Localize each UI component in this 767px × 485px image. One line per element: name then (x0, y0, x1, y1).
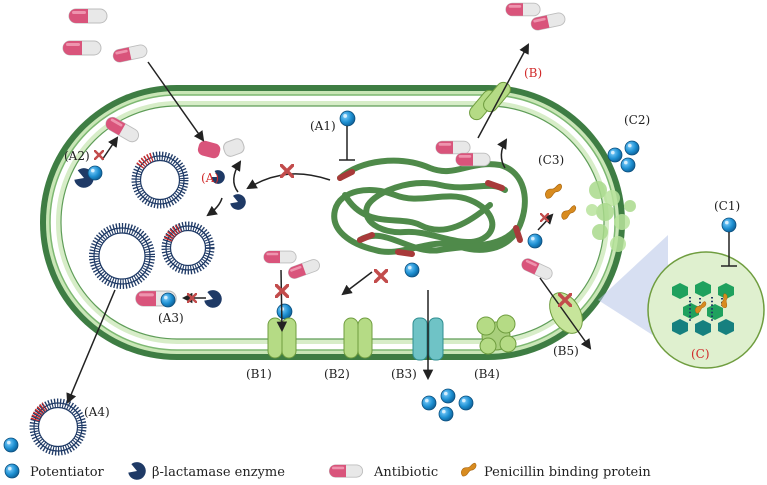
figure-labels: (A) (A1) (A2) (A3) (A4) (B) (B1) (B2) (B… (64, 66, 740, 419)
legend-potentiator-icon (4, 463, 20, 479)
dna-mutation-marks (337, 169, 523, 257)
inhibition-bars (339, 126, 737, 267)
label-A2: (A2) (64, 149, 90, 163)
label-B2: (B2) (324, 367, 350, 381)
legend-potentiator-label: Potentiator (30, 465, 105, 480)
label-B: (B) (524, 66, 542, 80)
legend-enzyme-icon (126, 460, 149, 483)
label-A1: (A1) (310, 119, 336, 133)
legend-pbp-label: Penicillin binding protein (484, 465, 651, 480)
zoom-circle-C (647, 251, 765, 369)
label-C2: (C2) (624, 113, 650, 127)
plasmid-2 (89, 223, 155, 289)
efflux-pump-B3 (412, 317, 444, 361)
cell-wall-patch-C2 (586, 181, 636, 252)
legend: Potentiator β-lactamase enzyme Antibioti… (4, 460, 651, 483)
label-C3: (C3) (538, 153, 564, 167)
label-C1: (C1) (714, 199, 740, 213)
chromosome-dna (331, 157, 528, 255)
antibiotics-outside-left (62, 8, 149, 64)
label-B1: (B1) (246, 367, 272, 381)
label-B3: (B3) (391, 367, 417, 381)
legend-enzyme-label: β-lactamase enzyme (152, 465, 285, 480)
label-A4: (A4) (84, 405, 110, 419)
antibiotic-A-broken (197, 138, 245, 159)
label-C: (C) (691, 347, 710, 361)
label-A3: (A3) (158, 311, 184, 325)
peptidoglycan-lattice (672, 281, 734, 336)
legend-pbp-icon (459, 461, 479, 478)
porin-B2 (343, 317, 373, 359)
antibiotics-outside-topright (505, 2, 567, 32)
label-A: (A) (201, 171, 219, 185)
legend-antibiotic-icon (328, 464, 364, 478)
biofilm-B4 (476, 314, 517, 355)
plasmid-released (29, 398, 87, 456)
label-B4: (B4) (474, 367, 500, 381)
plasmid-1 (131, 151, 189, 209)
plasmid-3 (161, 221, 215, 275)
label-B5: (B5) (553, 344, 579, 358)
legend-antibiotic-label: Antibiotic (373, 465, 438, 480)
